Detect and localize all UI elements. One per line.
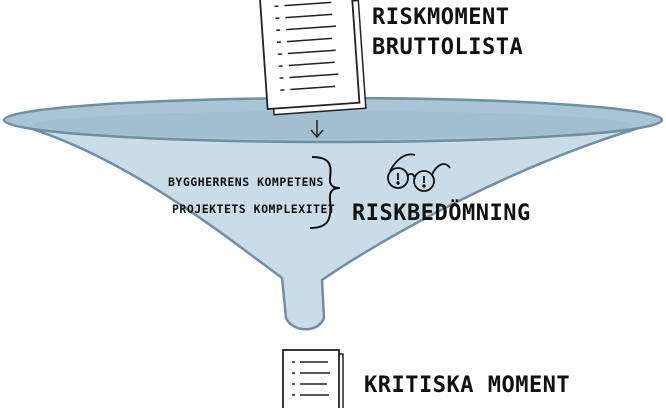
output-label: KRITISKA MOMENT [364, 373, 570, 398]
factor-label-2: PROJEKTETS KOMPLEXITET [172, 202, 335, 216]
arrow-down-icon [310, 120, 324, 139]
document-list-icon [258, 0, 367, 116]
funnel [2, 96, 664, 331]
input-label-line1: RISKMOMENT [372, 5, 509, 30]
input-label-line2: BRUTTOLISTA [372, 35, 523, 60]
factor-label-1: BYGGHERRENS KOMPETENS [168, 175, 324, 189]
glasses-icon [387, 153, 451, 192]
assessment-label: RISKBEDÖMNING [352, 200, 531, 226]
document-result-icon [282, 349, 344, 408]
funnel-bowl [7, 120, 661, 331]
curly-brace-icon [309, 156, 341, 229]
